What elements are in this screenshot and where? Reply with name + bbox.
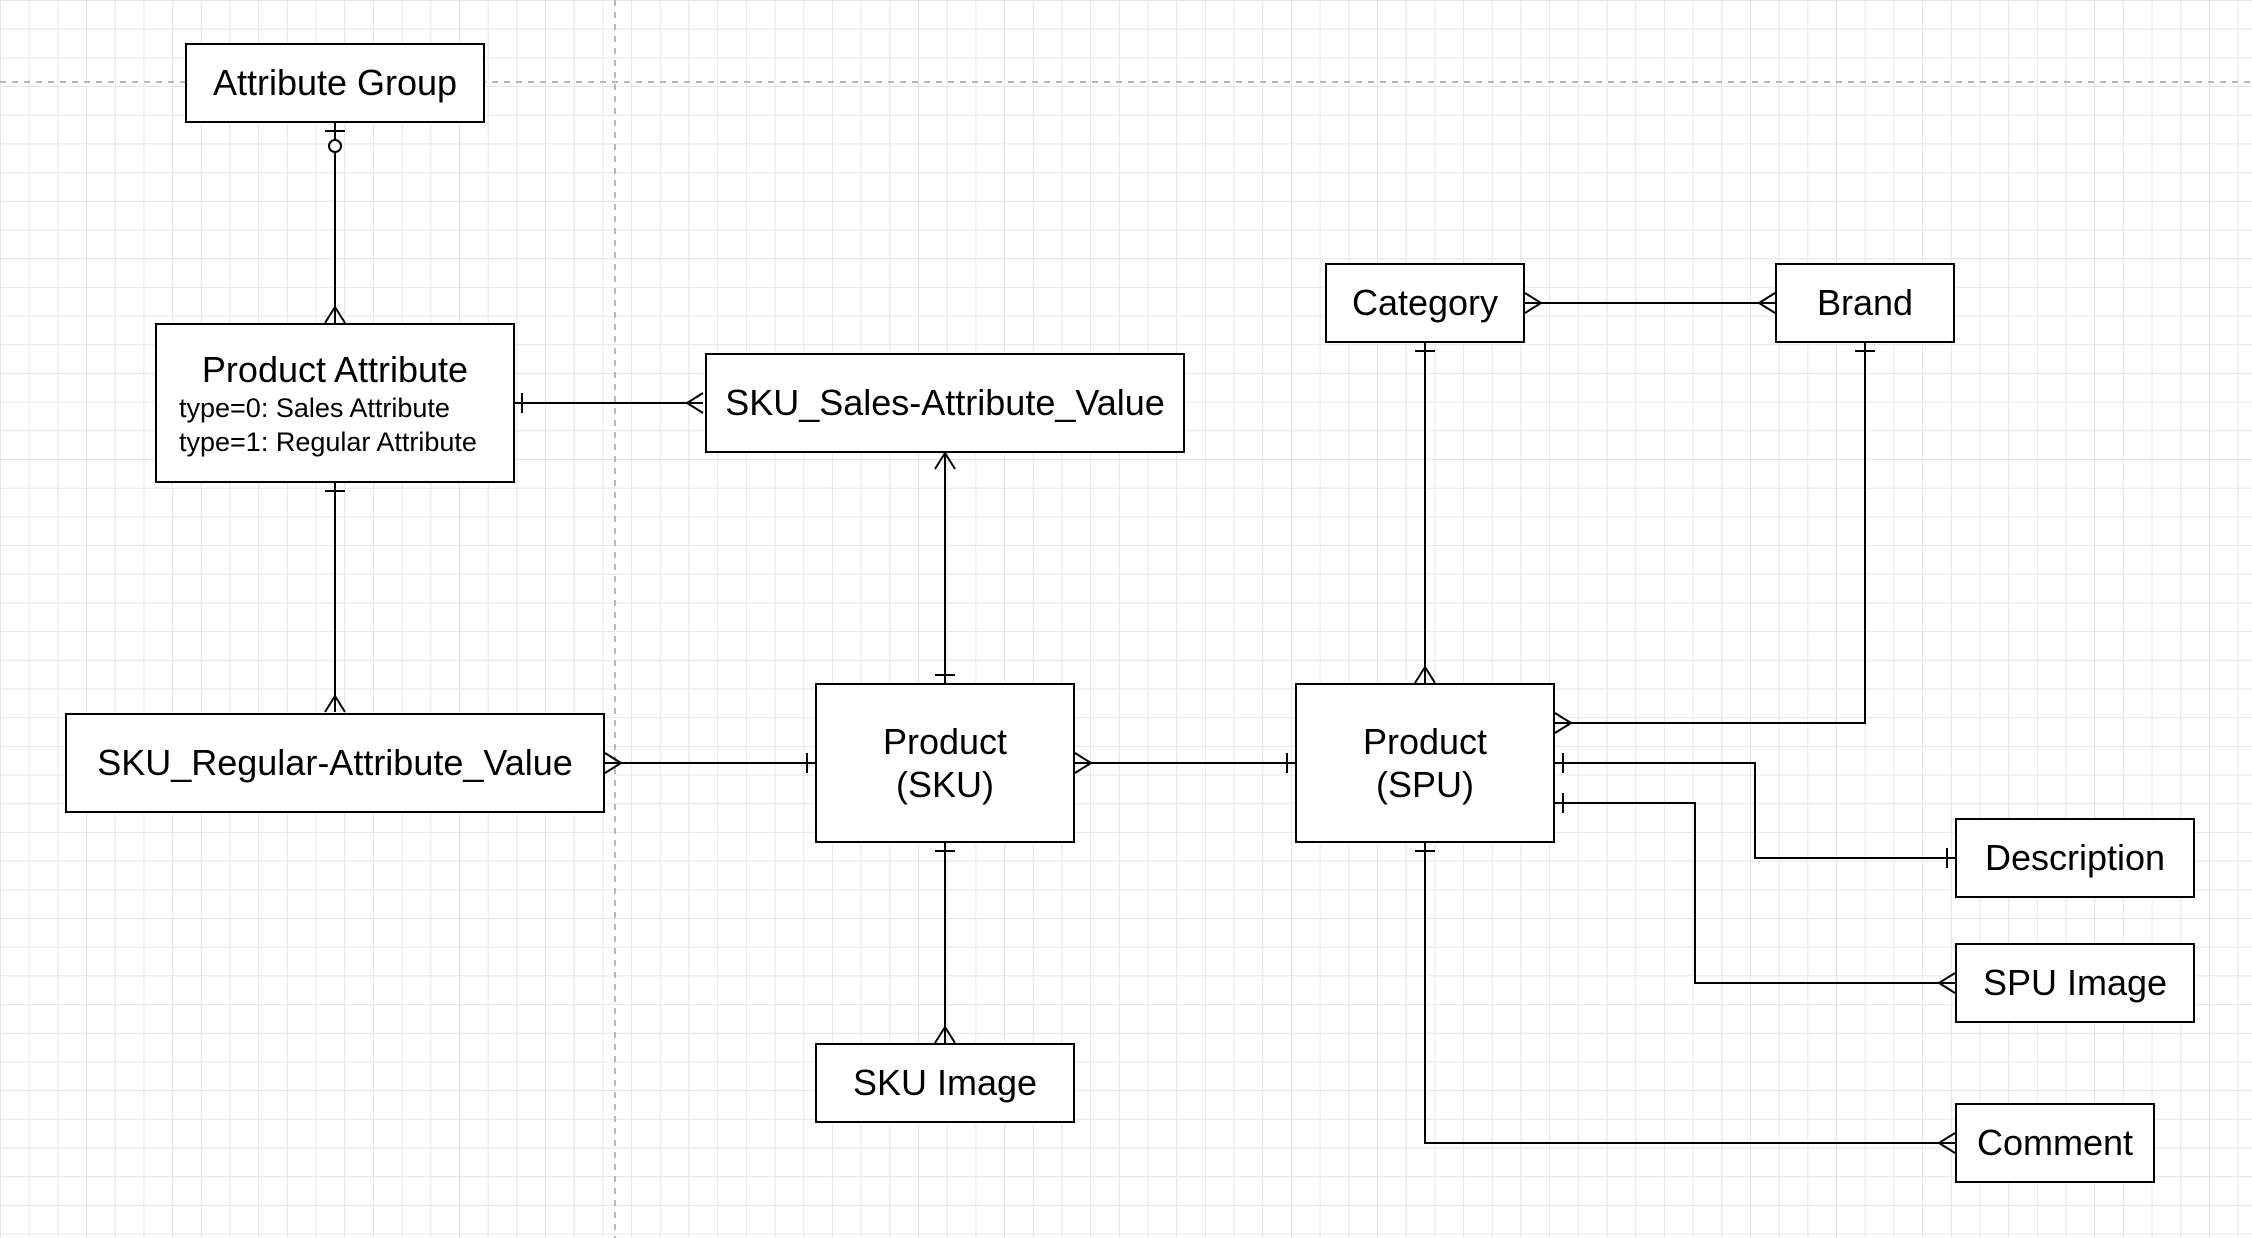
edge-product-spu-comment[interactable]	[1415, 843, 1956, 1154]
entity-description[interactable]: Description	[1955, 818, 2195, 898]
entity-product-sku[interactable]: Product (SKU)	[815, 683, 1075, 843]
edge-brand-product-spu[interactable]	[1554, 343, 1875, 734]
edge-sku-sales-value-product-sku[interactable]	[934, 451, 956, 683]
entity-category-label: Category	[1351, 282, 1499, 324]
entity-sku-regular-attribute-value-label: SKU_Regular-Attribute_Value	[97, 742, 573, 784]
edge-sku-regular-value-product-sku[interactable]	[604, 752, 815, 774]
edge-product-spu-spu-image[interactable]	[1555, 793, 1956, 994]
entity-sku-sales-attribute-value-label: SKU_Sales-Attribute_Value	[725, 382, 1165, 424]
edge-product-sku-sku-image[interactable]	[934, 843, 956, 1044]
entity-attribute-group[interactable]: Attribute Group	[185, 43, 485, 123]
entity-product-sku-line-2: (SKU)	[896, 764, 994, 805]
edge-category-product-spu[interactable]	[1414, 343, 1436, 684]
entity-sku-image-label: SKU Image	[852, 1062, 1038, 1104]
entity-spu-image-label: SPU Image	[1982, 962, 2168, 1004]
entity-brand-label: Brand	[1816, 282, 1914, 324]
entity-product-spu[interactable]: Product (SPU)	[1295, 683, 1555, 843]
edge-category-brand[interactable]	[1524, 292, 1776, 314]
entity-product-attribute[interactable]: Product Attribute type=0: Sales Attribut…	[155, 323, 515, 483]
entity-brand[interactable]: Brand	[1775, 263, 1955, 343]
entity-comment[interactable]: Comment	[1955, 1103, 2155, 1183]
edge-product-sku-product-spu[interactable]	[1074, 752, 1295, 774]
entity-product-attribute-note-2: type=1: Regular Attribute	[179, 426, 477, 457]
entity-sku-regular-attribute-value[interactable]: SKU_Regular-Attribute_Value	[65, 713, 605, 813]
entity-sku-image[interactable]: SKU Image	[815, 1043, 1075, 1123]
entity-product-attribute-note-1: type=0: Sales Attribute	[179, 392, 450, 423]
entity-category[interactable]: Category	[1325, 263, 1525, 343]
edge-product-spu-description[interactable]	[1555, 753, 1955, 868]
entity-product-attribute-title: Product Attribute	[201, 348, 469, 390]
entity-product-spu-line-1: Product	[1362, 721, 1488, 762]
edge-product-attribute-sku-sales-value[interactable]	[513, 392, 704, 414]
edge-attribute-group-product-attribute[interactable]	[324, 123, 346, 324]
entity-sku-sales-attribute-value[interactable]: SKU_Sales-Attribute_Value	[705, 353, 1185, 453]
entity-attribute-group-label: Attribute Group	[212, 62, 458, 104]
entity-product-sku-line-1: Product	[882, 721, 1008, 762]
edge-product-attribute-sku-regular-value[interactable]	[324, 483, 346, 713]
entity-product-spu-line-2: (SPU)	[1376, 764, 1474, 805]
entity-spu-image[interactable]: SPU Image	[1955, 943, 2195, 1023]
entity-description-label: Description	[1984, 837, 2166, 879]
entity-comment-label: Comment	[1976, 1122, 2134, 1164]
